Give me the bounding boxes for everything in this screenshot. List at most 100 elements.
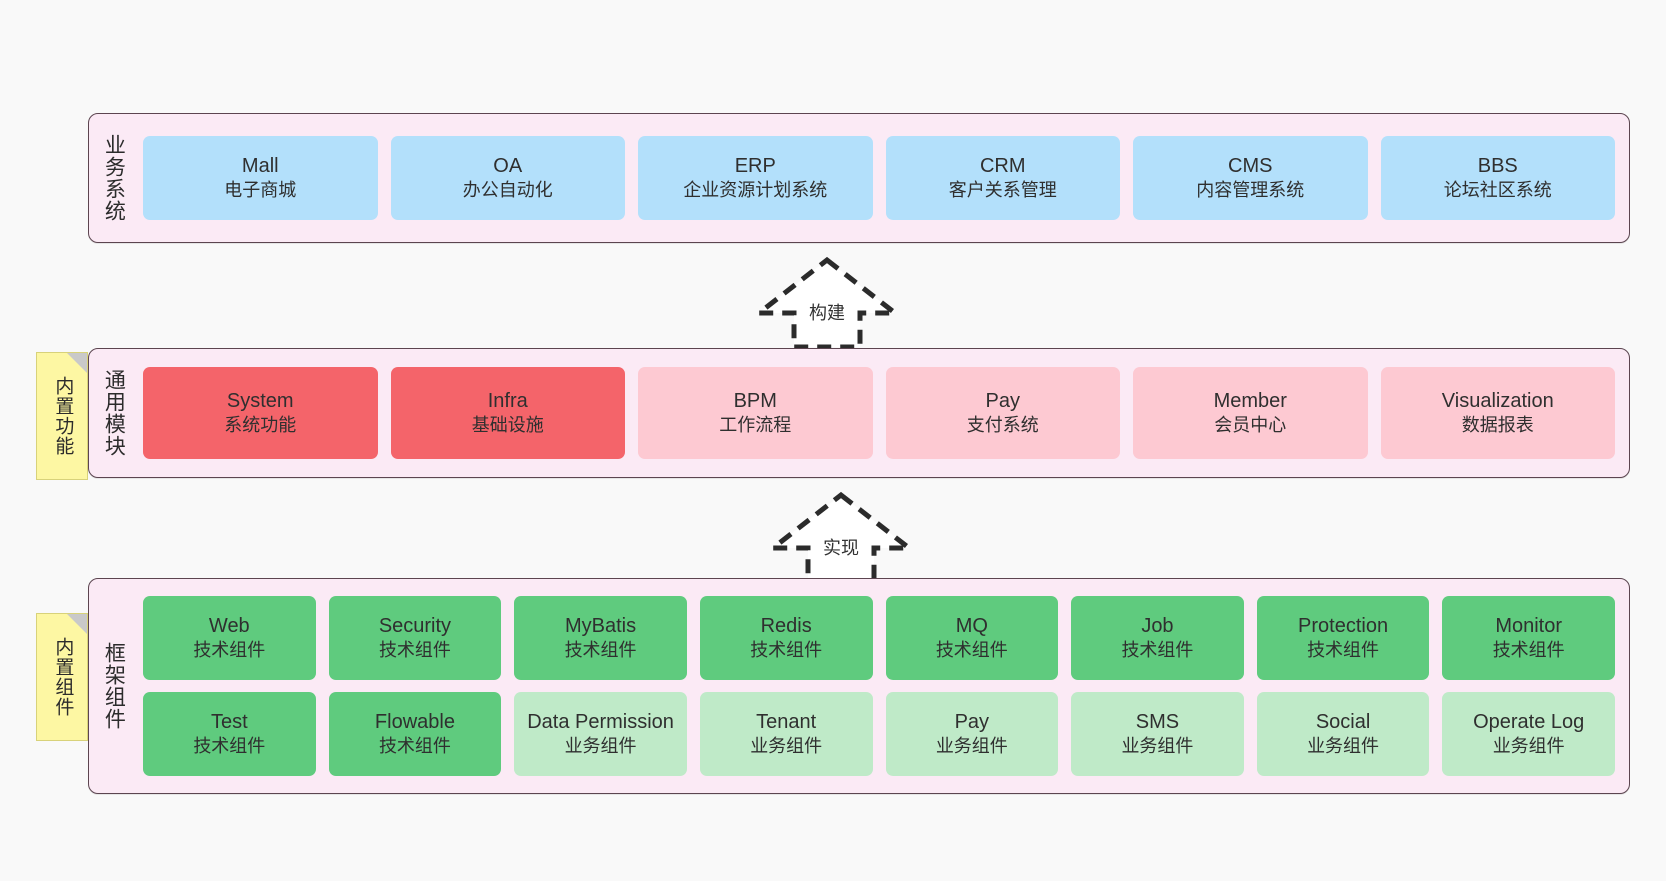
module-card-bpm[interactable]: BPM 工作流程 xyxy=(638,367,873,459)
arrow-label: 实现 xyxy=(823,538,859,558)
module-name: Protection xyxy=(1298,615,1389,638)
module-name: MQ xyxy=(955,615,988,638)
module-name: Monitor xyxy=(1495,615,1563,638)
module-card-pay[interactable]: Pay 支付系统 xyxy=(885,367,1120,459)
module-card-cms[interactable]: CMS 内容管理系统 xyxy=(1133,136,1368,220)
module-card-tenant[interactable]: Tenant 业务组件 xyxy=(699,692,873,776)
module-name: Mall xyxy=(241,155,279,178)
note-fold-icon xyxy=(67,353,87,373)
module-subtitle: 业务组件 xyxy=(1492,736,1565,757)
layer-framework-components: 框架组件 Web 技术组件 Security 技术组件 MyBatis 技术组件… xyxy=(88,578,1630,794)
module-card-protection[interactable]: Protection 技术组件 xyxy=(1256,596,1430,680)
note-fold-icon xyxy=(67,614,87,634)
layer-business-systems: 业务系统 Mall 电子商城 OA 办公自动化 ERP 企业资源计划系统 CRM… xyxy=(88,113,1630,243)
module-subtitle: 企业资源计划系统 xyxy=(683,180,828,201)
module-subtitle: 支付系统 xyxy=(966,415,1039,436)
module-name: Operate Log xyxy=(1473,711,1585,734)
layer-title-framework-components: 框架组件 xyxy=(102,642,126,730)
module-card-job[interactable]: Job 技术组件 xyxy=(1071,596,1244,680)
module-subtitle: 工作流程 xyxy=(719,415,792,436)
module-card-visualization[interactable]: Visualization 数据报表 xyxy=(1380,367,1615,459)
module-subtitle: 内容管理系统 xyxy=(1196,180,1305,201)
card-row-technical: Web 技术组件 Security 技术组件 MyBatis 技术组件 Redi… xyxy=(143,596,1615,680)
module-subtitle: 论坛社区系统 xyxy=(1443,180,1552,201)
module-subtitle: 客户关系管理 xyxy=(948,180,1057,201)
card-row: System 系统功能 Infra 基础设施 BPM 工作流程 Pay 支付系统… xyxy=(143,367,1615,459)
module-subtitle: 技术组件 xyxy=(1307,640,1380,661)
card-row-business: Test 技术组件 Flowable 技术组件 Data Permission … xyxy=(143,692,1615,776)
layer-common-modules: 通用模块 System 系统功能 Infra 基础设施 BPM 工作流程 Pay… xyxy=(88,348,1630,478)
arrow-up-dashed-icon xyxy=(752,256,902,350)
module-name: CMS xyxy=(1228,155,1273,178)
card-row: Mall 电子商城 OA 办公自动化 ERP 企业资源计划系统 CRM 客户关系… xyxy=(143,136,1615,220)
module-card-web[interactable]: Web 技术组件 xyxy=(143,596,316,680)
module-card-social[interactable]: Social 业务组件 xyxy=(1256,692,1430,776)
module-card-monitor[interactable]: Monitor 技术组件 xyxy=(1442,596,1615,680)
module-subtitle: 技术组件 xyxy=(1492,640,1565,661)
note-label: 内置功能 xyxy=(52,376,74,456)
note-builtin-components: 内置组件 xyxy=(36,613,88,741)
module-card-test[interactable]: Test 技术组件 xyxy=(143,692,316,776)
module-subtitle: 业务组件 xyxy=(935,736,1008,757)
module-subtitle: 技术组件 xyxy=(564,640,637,661)
module-card-crm[interactable]: CRM 客户关系管理 xyxy=(885,136,1120,220)
module-card-bbs[interactable]: BBS 论坛社区系统 xyxy=(1380,136,1615,220)
module-subtitle: 技术组件 xyxy=(378,736,451,757)
module-name: BPM xyxy=(733,390,777,413)
note-label: 内置组件 xyxy=(52,637,74,717)
module-card-flowable[interactable]: Flowable 技术组件 xyxy=(328,692,502,776)
module-name: Flowable xyxy=(374,711,455,734)
note-builtin-features: 内置功能 xyxy=(36,352,88,480)
module-card-pay-business[interactable]: Pay 业务组件 xyxy=(885,692,1059,776)
module-subtitle: 技术组件 xyxy=(1121,640,1194,661)
module-subtitle: 数据报表 xyxy=(1461,415,1534,436)
module-name: Member xyxy=(1213,390,1287,413)
layer-title-business-systems: 业务系统 xyxy=(102,134,126,222)
module-name: OA xyxy=(493,155,523,178)
layer-title-common-modules: 通用模块 xyxy=(102,369,126,457)
module-name: Pay xyxy=(954,711,990,734)
module-subtitle: 技术组件 xyxy=(193,640,266,661)
module-name: System xyxy=(226,390,294,413)
module-subtitle: 技术组件 xyxy=(193,736,266,757)
module-name: Visualization xyxy=(1441,390,1554,413)
module-subtitle: 会员中心 xyxy=(1214,415,1287,436)
module-subtitle: 技术组件 xyxy=(935,640,1008,661)
module-name: SMS xyxy=(1135,711,1180,734)
layer-body-common-modules: System 系统功能 Infra 基础设施 BPM 工作流程 Pay 支付系统… xyxy=(137,349,1629,477)
module-card-security[interactable]: Security 技术组件 xyxy=(328,596,502,680)
module-name: Job xyxy=(1141,615,1174,638)
module-name: BBS xyxy=(1477,155,1518,178)
module-card-system[interactable]: System 系统功能 xyxy=(143,367,378,459)
module-name: Test xyxy=(210,711,248,734)
module-name: Security xyxy=(378,615,452,638)
module-subtitle: 电子商城 xyxy=(224,180,297,201)
module-card-mybatis[interactable]: MyBatis 技术组件 xyxy=(514,596,687,680)
module-card-operate-log[interactable]: Operate Log 业务组件 xyxy=(1442,692,1615,776)
module-card-mq[interactable]: MQ 技术组件 xyxy=(885,596,1059,680)
module-card-infra[interactable]: Infra 基础设施 xyxy=(390,367,625,459)
layer-body-framework-components: Web 技术组件 Security 技术组件 MyBatis 技术组件 Redi… xyxy=(137,579,1629,793)
module-subtitle: 业务组件 xyxy=(750,736,823,757)
module-card-sms[interactable]: SMS 业务组件 xyxy=(1071,692,1244,776)
module-subtitle: 基础设施 xyxy=(471,415,544,436)
module-subtitle: 技术组件 xyxy=(378,640,451,661)
module-name: Data Permission xyxy=(527,711,674,734)
module-subtitle: 系统功能 xyxy=(224,415,297,436)
module-name: ERP xyxy=(734,155,776,178)
module-card-data-permission[interactable]: Data Permission 业务组件 xyxy=(514,692,687,776)
module-card-oa[interactable]: OA 办公自动化 xyxy=(390,136,625,220)
module-name: Infra xyxy=(487,390,528,413)
module-name: Tenant xyxy=(756,711,817,734)
module-name: Redis xyxy=(760,615,812,638)
module-name: MyBatis xyxy=(565,615,637,638)
module-card-mall[interactable]: Mall 电子商城 xyxy=(143,136,378,220)
module-subtitle: 业务组件 xyxy=(564,736,637,757)
module-name: CRM xyxy=(979,155,1026,178)
module-card-member[interactable]: Member 会员中心 xyxy=(1133,367,1368,459)
module-card-erp[interactable]: ERP 企业资源计划系统 xyxy=(638,136,873,220)
module-subtitle: 业务组件 xyxy=(1121,736,1194,757)
module-card-redis[interactable]: Redis 技术组件 xyxy=(699,596,873,680)
layer-body-business-systems: Mall 电子商城 OA 办公自动化 ERP 企业资源计划系统 CRM 客户关系… xyxy=(137,114,1629,242)
